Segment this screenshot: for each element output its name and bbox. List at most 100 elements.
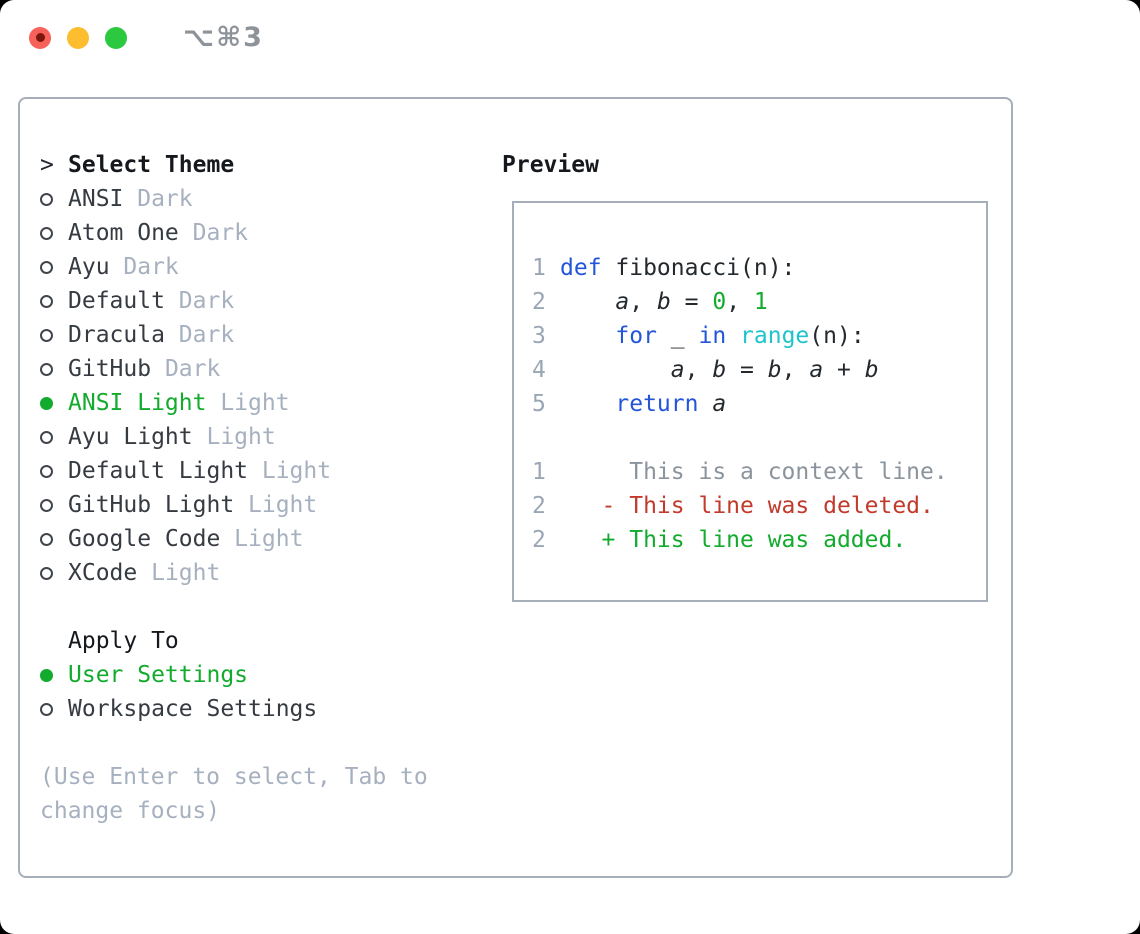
preview-line: 2 - This line was deleted.: [532, 493, 934, 519]
theme-variant: Light: [220, 526, 304, 552]
window-title: ⌥⌘3: [183, 22, 264, 53]
theme-name: Default Light: [68, 458, 249, 484]
radio-icon: [40, 294, 53, 308]
zoom-button[interactable]: [105, 26, 127, 49]
select-theme-label: Select Theme: [68, 152, 235, 178]
theme-option[interactable]: Ayu Dark: [40, 250, 502, 284]
radio-cell: [40, 226, 68, 240]
theme-option[interactable]: XCode Light: [40, 556, 502, 590]
theme-option[interactable]: GitHub Dark: [40, 352, 502, 386]
apply-label: Workspace Settings: [68, 696, 318, 722]
theme-variant: Dark: [151, 356, 221, 382]
line-number: 3: [532, 323, 546, 349]
spacer: [40, 590, 502, 624]
theme-name: Ayu Light: [68, 424, 193, 450]
line-number: 1: [532, 255, 546, 281]
theme-name: ANSI Light: [68, 390, 207, 416]
theme-name: GitHub: [68, 356, 152, 382]
radio-cell: [40, 668, 68, 682]
theme-name: GitHub Light: [68, 492, 235, 518]
theme-option[interactable]: GitHub Light Light: [40, 488, 502, 522]
help-hint: (Use Enter to select, Tab to change focu…: [40, 764, 428, 824]
radio-icon: [40, 566, 53, 580]
theme-name: Default: [68, 288, 165, 314]
line-number: 2: [532, 527, 546, 553]
theme-variant: Light: [248, 458, 332, 484]
radio-cell: [40, 362, 68, 376]
theme-variant: Dark: [178, 220, 249, 246]
theme-variant: Light: [234, 492, 318, 518]
radio-cell: [40, 260, 68, 274]
radio-icon: [40, 702, 53, 716]
radio-cell: [40, 498, 68, 512]
theme-option[interactable]: ANSI Light Light: [40, 386, 502, 420]
theme-name: Dracula: [68, 322, 165, 348]
theme-variant: Light: [192, 424, 276, 450]
theme-name: Ayu: [68, 254, 110, 280]
radio-icon: [40, 192, 53, 206]
radio-cell: [40, 464, 68, 478]
line-number: 2: [532, 289, 546, 315]
theme-option[interactable]: Default Light Light: [40, 454, 502, 488]
select-theme-header: > Select Theme: [40, 148, 502, 182]
radio-cell: [40, 566, 68, 580]
theme-name: Atom One: [68, 220, 179, 246]
record-dot-icon: [35, 33, 45, 42]
preview-header: Preview: [502, 152, 599, 178]
minimize-button[interactable]: [67, 26, 89, 49]
radio-cell: [40, 532, 68, 546]
theme-option[interactable]: Default Dark: [40, 284, 502, 318]
theme-option[interactable]: Ayu Light Light: [40, 420, 502, 454]
radio-icon: [40, 532, 53, 546]
theme-name: ANSI: [68, 186, 124, 212]
preview-line: 1 This is a context line.: [532, 459, 948, 485]
radio-icon: [40, 430, 53, 444]
theme-variant: Light: [137, 560, 221, 586]
titlebar: ⌥⌘3: [0, 0, 1140, 75]
radio-selected-icon: [40, 396, 53, 410]
theme-variant: Light: [206, 390, 290, 416]
preview-line: 5 return a: [532, 391, 727, 417]
radio-cell: [40, 328, 68, 342]
theme-option[interactable]: Google Code Light: [40, 522, 502, 556]
line-number: 1: [532, 459, 546, 485]
theme-option[interactable]: Atom One Dark: [40, 216, 502, 250]
radio-cell: [40, 396, 68, 410]
apply-option[interactable]: Workspace Settings: [40, 692, 502, 726]
theme-option[interactable]: Dracula Dark: [40, 318, 502, 352]
radio-cell: [40, 192, 68, 206]
apply-label: User Settings: [68, 662, 249, 688]
close-button[interactable]: [29, 26, 51, 49]
theme-name: XCode: [68, 560, 138, 586]
line-number: 4: [532, 357, 546, 383]
radio-icon: [40, 260, 53, 274]
preview-line: 2 + This line was added.: [532, 527, 907, 553]
line-number: 5: [532, 391, 546, 417]
radio-selected-icon: [40, 668, 53, 682]
preview-line: 4 a, b = b, a + b: [532, 357, 879, 383]
theme-variant: Dark: [109, 254, 179, 280]
preview-line: 2 a, b = 0, 1: [532, 289, 768, 315]
radio-cell: [40, 294, 68, 308]
theme-name: Google Code: [68, 526, 221, 552]
theme-option[interactable]: ANSI Dark: [40, 182, 502, 216]
radio-icon: [40, 362, 53, 376]
preview-header-row: Preview: [502, 148, 1011, 182]
theme-variant: Dark: [123, 186, 193, 212]
line-number: 2: [532, 493, 546, 519]
radio-cell: [40, 702, 68, 716]
apply-to-header-row: Apply To: [40, 624, 502, 658]
apply-option[interactable]: User Settings: [40, 658, 502, 692]
preview-line: [532, 421, 986, 455]
radio-icon: [40, 328, 53, 342]
preview-line: 3 for _ in range(n):: [532, 323, 865, 349]
theme-variant: Dark: [164, 288, 235, 314]
apply-to-header: Apply To: [68, 628, 179, 654]
